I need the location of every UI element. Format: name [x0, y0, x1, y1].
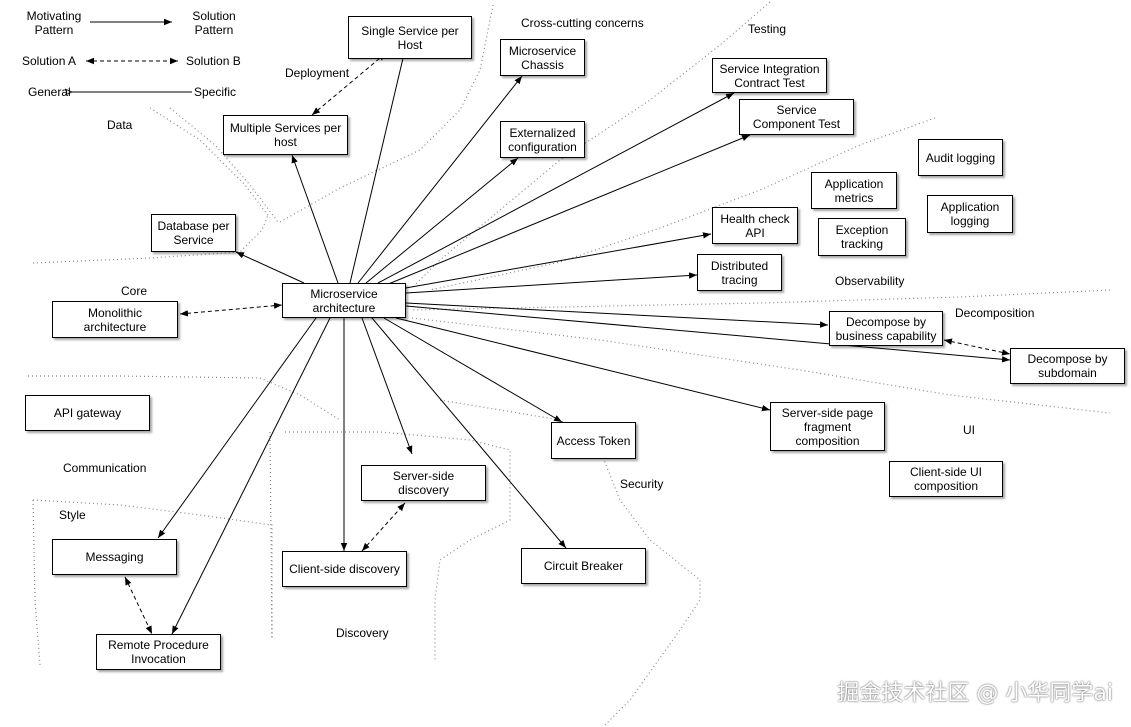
region-label-observability: Observability — [835, 274, 905, 288]
region-boundaries — [28, 1, 1111, 726]
node-circuit-breaker[interactable]: Circuit Breaker — [521, 548, 646, 584]
node-database-per-service[interactable]: Database per Service — [151, 214, 236, 252]
region-label-style: Style — [59, 508, 86, 522]
node-server-side-discovery[interactable]: Server-side discovery — [361, 465, 486, 501]
node-distributed-tracing[interactable]: Distributed tracing — [697, 254, 782, 291]
node-client-side-discovery[interactable]: Client-side discovery — [282, 551, 407, 587]
node-service-integration-contract-test[interactable]: Service Integration Contract Test — [712, 58, 827, 93]
region-label-decomposition: Decomposition — [955, 306, 1035, 320]
legend-specific-label: Specific — [194, 85, 237, 99]
region-label-deployment: Deployment — [285, 66, 350, 80]
region-label-security: Security — [620, 477, 664, 491]
node-multiple-services-per-host[interactable]: Multiple Services per host — [223, 115, 348, 155]
watermark: 掘金技术社区 @ 小华同学ai — [837, 681, 1113, 706]
node-service-component-test[interactable]: Service Component Test — [739, 99, 854, 135]
node-api-gateway[interactable]: API gateway — [25, 395, 150, 431]
legend-solution-label: Solution Pattern — [192, 9, 236, 37]
node-messaging[interactable]: Messaging — [52, 539, 177, 575]
node-remote-procedure-invocation[interactable]: Remote Procedure Invocation — [96, 634, 221, 670]
node-decompose-by-business-capability[interactable]: Decompose by business capability — [829, 311, 943, 346]
legend-general-label: General — [28, 85, 71, 99]
node-single-service-per-host[interactable]: Single Service per Host — [348, 16, 472, 59]
region-label-testing: Testing — [748, 22, 787, 36]
node-health-check-api[interactable]: Health check API — [712, 207, 798, 244]
node-client-side-ui-composition[interactable]: Client-side UI composition — [889, 461, 1003, 497]
dashed-arrows — [124, 52, 1011, 635]
node-monolithic-architecture[interactable]: Monolithic architecture — [52, 301, 178, 338]
node-microservice-architecture[interactable]: Microservice architecture — [282, 283, 406, 318]
node-exception-tracking[interactable]: Exception tracking — [818, 218, 906, 256]
node-decompose-by-subdomain[interactable]: Decompose by subdomain — [1010, 348, 1125, 384]
node-microservice-chassis[interactable]: Microservice Chassis — [500, 39, 585, 76]
legend-solution-b-label: Solution B — [186, 54, 241, 68]
solid-arrows — [157, 36, 1011, 635]
region-label-discovery: Discovery — [336, 626, 389, 640]
region-label-cross-cutting: Cross-cutting concerns — [521, 16, 644, 30]
region-label-core: Core — [121, 284, 148, 298]
region-label-communication: Communication — [63, 461, 147, 475]
node-server-side-page-fragment-composition[interactable]: Server-side page fragment composition — [770, 402, 885, 451]
node-application-metrics[interactable]: Application metrics — [811, 172, 897, 209]
node-externalized-configuration[interactable]: Externalized configuration — [500, 121, 585, 158]
node-application-logging[interactable]: Application logging — [927, 195, 1013, 233]
legend-motivating-label: Motivating Pattern — [26, 9, 82, 37]
region-label-ui: UI — [963, 423, 975, 437]
node-audit-logging[interactable]: Audit logging — [918, 139, 1003, 176]
node-access-token[interactable]: Access Token — [551, 422, 636, 459]
region-label-data: Data — [107, 118, 133, 132]
legend-solution-a-label: Solution A — [22, 54, 77, 68]
